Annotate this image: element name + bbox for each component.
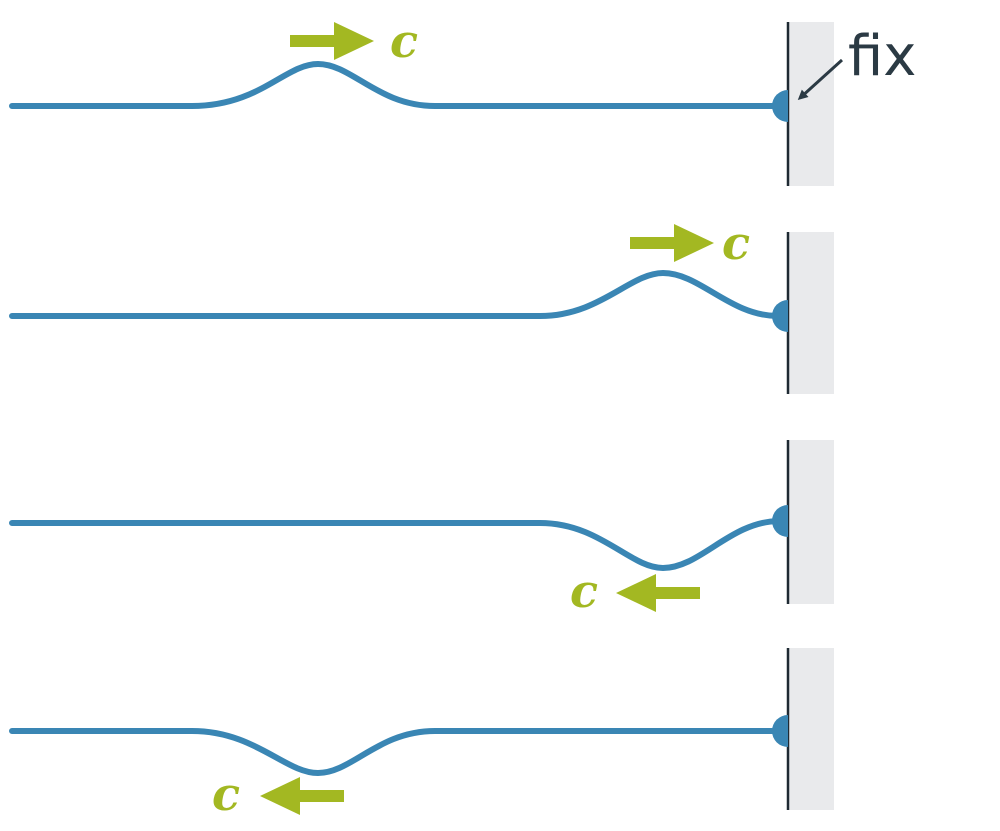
panel-4: c [9, 648, 834, 821]
wall [788, 648, 834, 810]
speed-label: c [212, 767, 240, 821]
wall [788, 440, 834, 604]
speed-label: c [390, 14, 418, 68]
panel-1: c fix [9, 14, 916, 186]
speed-arrow-left [616, 574, 700, 612]
rope [9, 728, 781, 776]
fixed-end-knob [772, 90, 788, 122]
fixed-end-knob [772, 300, 788, 332]
rope [9, 270, 781, 319]
panel-2: c [9, 216, 834, 394]
rope [9, 518, 781, 571]
wall [788, 22, 834, 186]
wall [788, 232, 834, 394]
rope [9, 61, 781, 109]
fixed-end-knob [772, 715, 788, 747]
speed-arrow-right [630, 224, 714, 262]
speed-arrow-left [260, 777, 344, 815]
fix-label: fix [848, 24, 916, 89]
fix-pointer-arrow [797, 58, 844, 101]
speed-arrow-right [290, 22, 374, 60]
speed-label: c [722, 216, 750, 270]
panel-3: c [9, 440, 834, 618]
fixed-end-knob [772, 505, 788, 537]
speed-label: c [570, 564, 598, 618]
